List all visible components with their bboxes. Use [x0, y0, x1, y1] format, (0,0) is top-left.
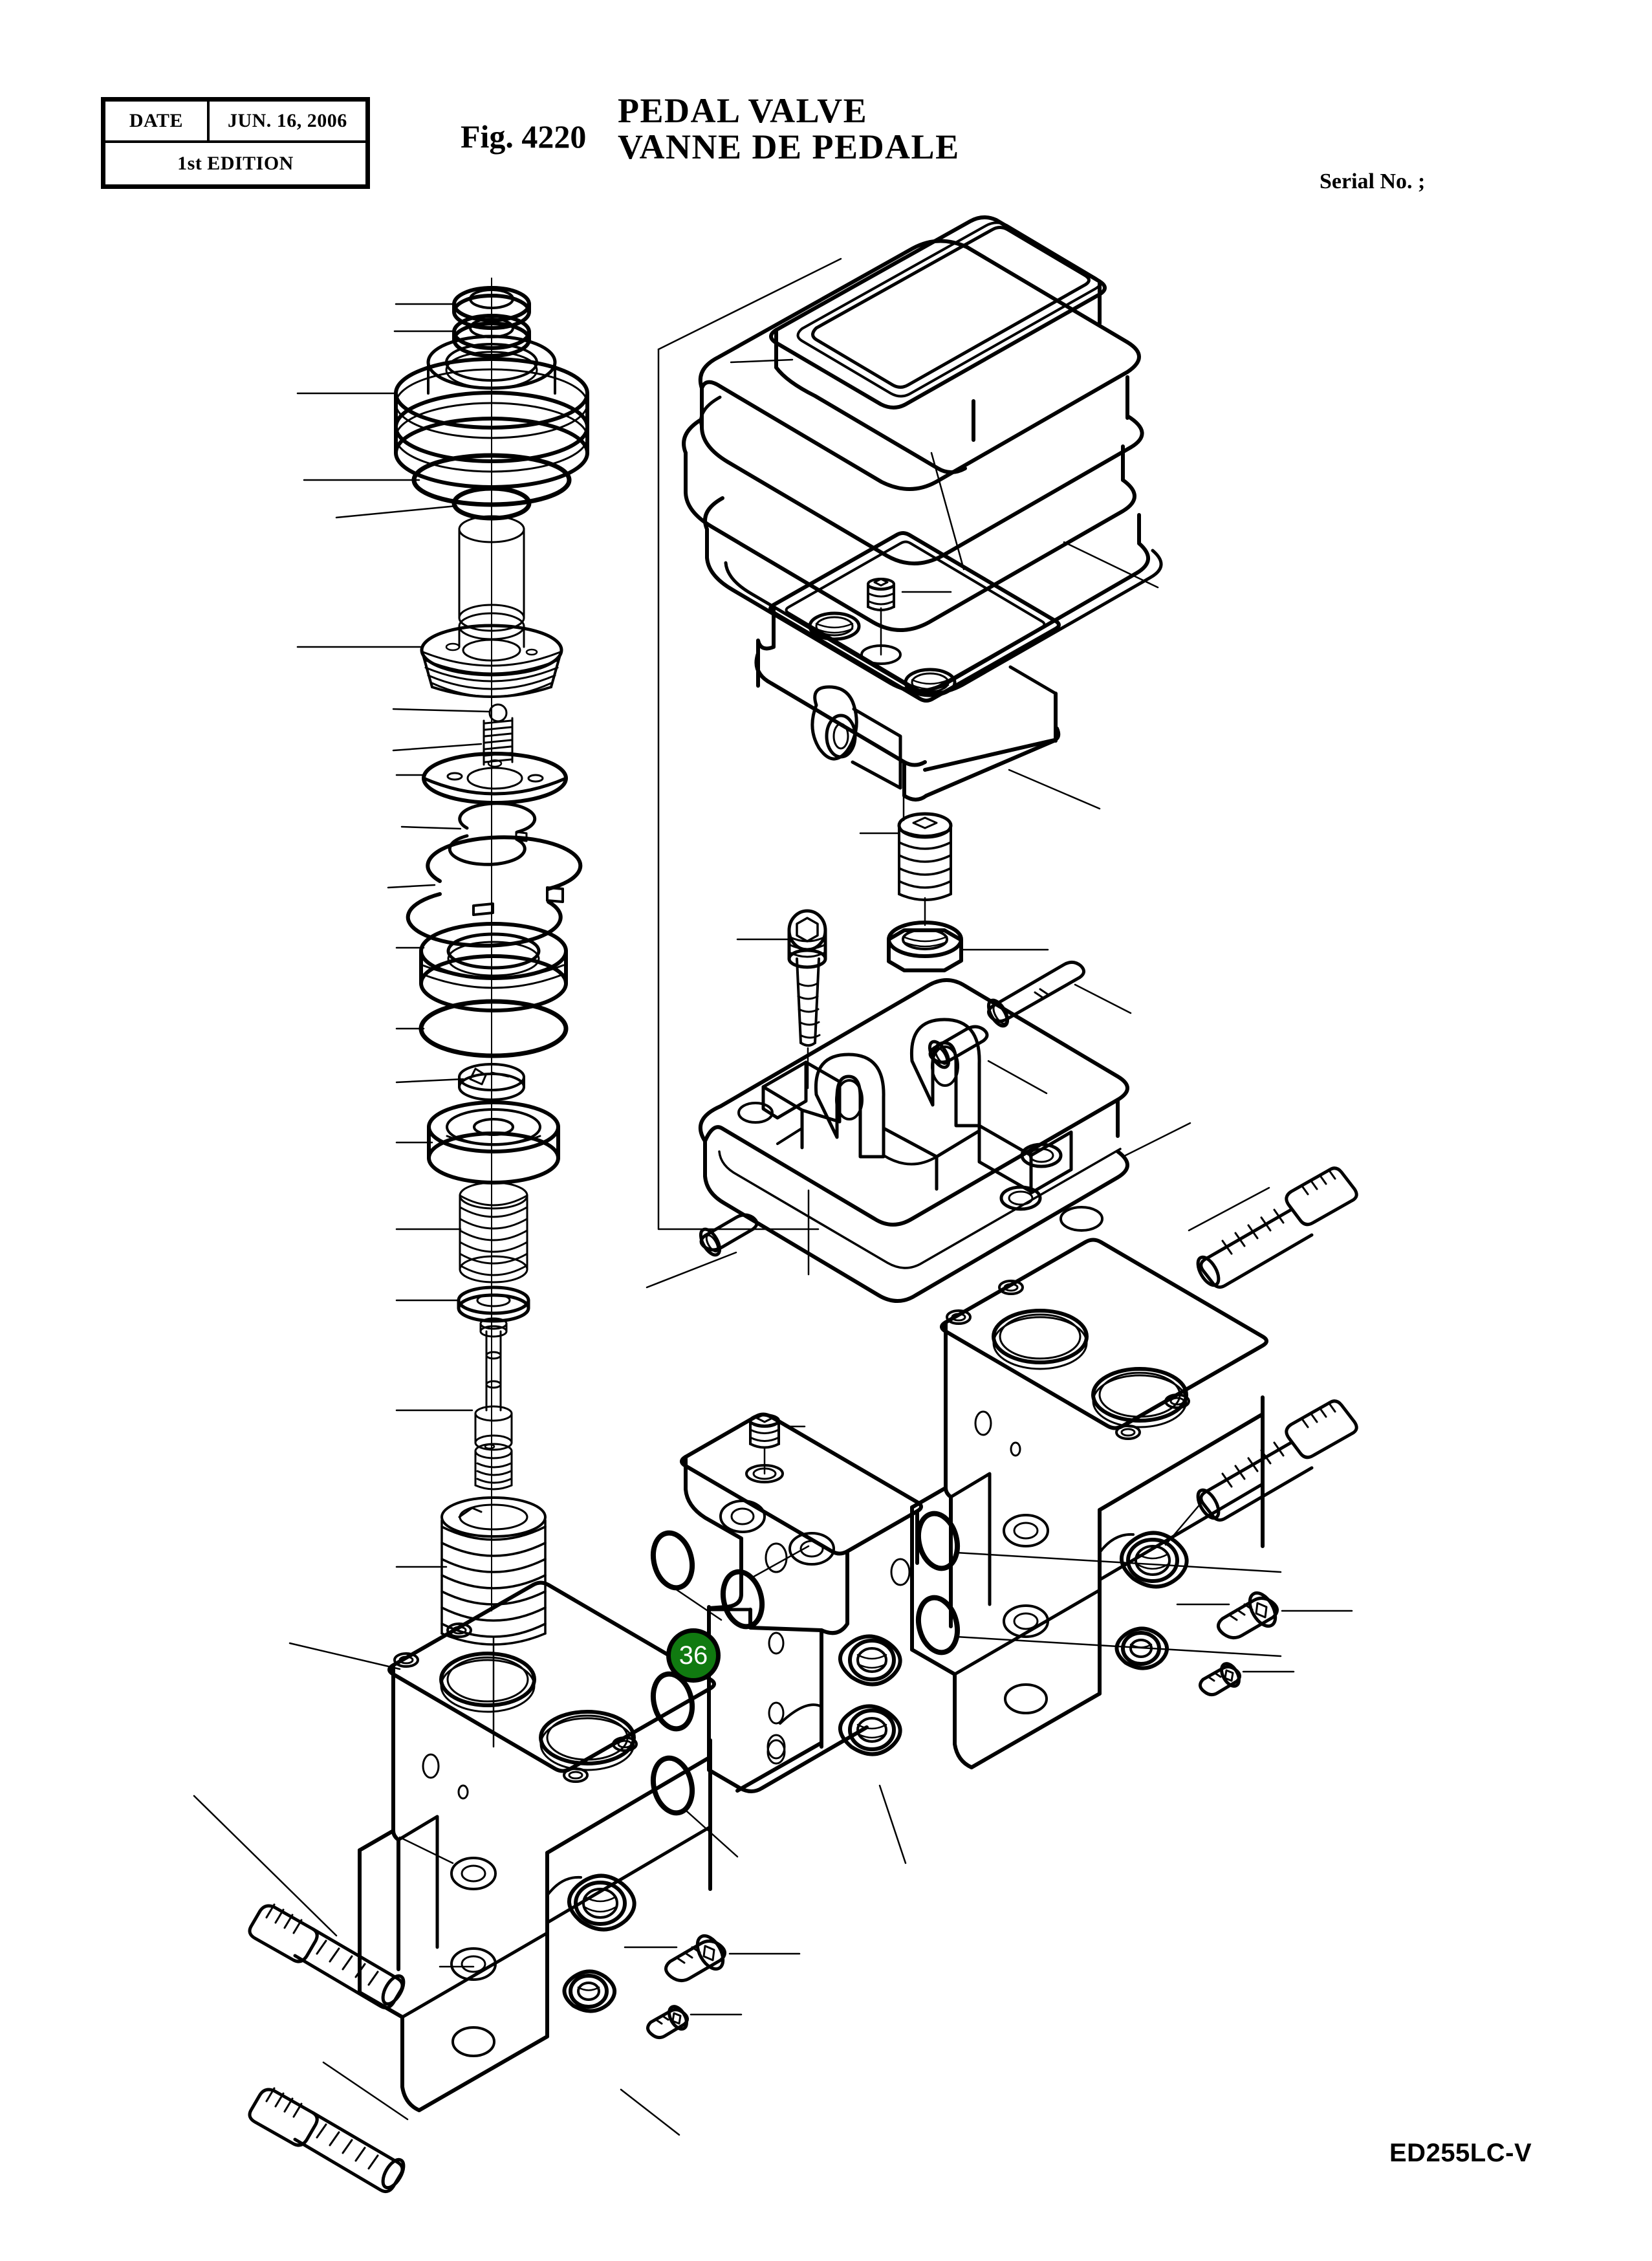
part-plug-right-large	[1217, 1591, 1279, 1639]
part-seal-ring-upper	[452, 286, 531, 330]
date-row: DATE JUN. 16, 2006	[105, 102, 365, 143]
part-main-return-spring	[440, 1496, 547, 1646]
part-threaded-stud	[897, 789, 953, 901]
manifold-plate	[680, 1412, 923, 1793]
part-plug-left-small	[646, 2005, 689, 2040]
part-small-spring	[483, 717, 514, 766]
part-bushing-left	[699, 1213, 759, 1257]
part-spring-seat-washer	[457, 1285, 530, 1323]
part-o-ring-set-right	[916, 1511, 960, 1655]
date-label: DATE	[105, 102, 210, 140]
date-value: JUN. 16, 2006	[227, 110, 347, 131]
date-edition-table: DATE JUN. 16, 2006 1st EDITION	[101, 97, 370, 189]
pedal-bracket	[754, 531, 1061, 802]
part-socket-bolt-left-2	[248, 2087, 406, 2194]
edition-row: 1st EDITION	[105, 143, 365, 184]
part-return-spring-upper	[459, 1181, 528, 1283]
figure-number: Fig. 4220	[461, 118, 587, 155]
figure-title-french: VANNE DE PEDALE	[618, 127, 960, 167]
part-plug-left-large	[664, 1934, 726, 1982]
part-keeper-plate	[458, 1063, 525, 1101]
rubber-boot	[682, 215, 1163, 695]
edition-value: 1st EDITION	[177, 153, 294, 174]
spool-stack-column	[296, 278, 589, 1748]
part-linkage-socket-bolt	[787, 909, 827, 1047]
pedal-linkage	[646, 909, 1132, 1303]
valve-body-left	[358, 1580, 716, 2112]
part-plug-right-small	[1199, 1662, 1241, 1697]
drawing-linework	[193, 215, 1358, 2194]
part-threaded-collar	[420, 624, 563, 698]
part-socket-bolt-right-2	[1196, 1399, 1358, 1522]
part-snap-ring-large	[406, 835, 583, 948]
figure-title-block: PEDAL VALVE VANNE DE PEDALE	[618, 93, 960, 165]
part-valve-seat	[427, 1100, 560, 1185]
part-spool-plunger	[474, 1317, 513, 1491]
figure-title-english: PEDAL VALVE	[618, 91, 868, 130]
part-o-ring-small	[451, 486, 532, 521]
part-set-screw-upper	[867, 578, 895, 611]
callout-balloon-36[interactable]: 36	[666, 1628, 721, 1683]
model-code-label: ED255LC-V	[1389, 2139, 1532, 2167]
part-seal-cup	[419, 922, 568, 1012]
serial-number-label: Serial No. ;	[1320, 169, 1426, 193]
part-spool-shaft-upper	[458, 515, 525, 648]
part-pivot-pin	[986, 961, 1085, 1028]
part-socket-bolt-right-1	[1196, 1166, 1358, 1289]
part-hex-nut	[887, 921, 963, 972]
part-plate-set-screw	[749, 1413, 780, 1449]
valve-body-right	[910, 1238, 1268, 1769]
part-socket-bolt-left-1	[248, 1903, 406, 2010]
